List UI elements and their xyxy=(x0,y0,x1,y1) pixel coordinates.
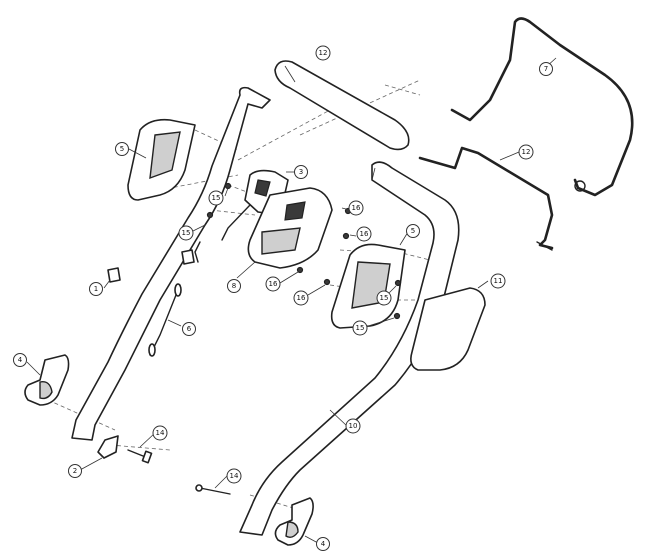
callout-15-right-a-label: 15 xyxy=(380,294,389,302)
left-lock-lever xyxy=(24,354,70,406)
callout-16-a: 16 xyxy=(348,200,364,216)
callout-15-left: 15 xyxy=(178,225,194,241)
callout-14-upper-label: 14 xyxy=(156,429,165,437)
upper-bail-wire xyxy=(450,17,634,197)
callout-15-right-b-label: 15 xyxy=(356,324,365,332)
callout-16-d: 16 xyxy=(293,290,309,306)
callout-5-right: 5 xyxy=(406,224,420,238)
callout-14-lower-label: 14 xyxy=(230,472,239,480)
callout-10-label: 10 xyxy=(349,422,358,430)
callout-6-label: 6 xyxy=(187,325,192,333)
callout-4-left-label: 4 xyxy=(18,356,23,364)
callout-12-upper-label: 12 xyxy=(319,49,328,57)
lower-bail-wire xyxy=(418,146,554,251)
callout-7: 7 xyxy=(539,62,553,76)
callout-16-d-label: 16 xyxy=(297,294,306,302)
callout-5-right-label: 5 xyxy=(411,227,415,235)
left-handle-tube xyxy=(71,86,271,441)
callout-4-right: 4 xyxy=(316,537,330,551)
callout-11: 11 xyxy=(490,273,506,289)
callout-11-label: 11 xyxy=(494,277,503,285)
right-lock-lever xyxy=(274,497,314,546)
callout-15-top-label: 15 xyxy=(212,194,221,202)
bolt-lower xyxy=(195,484,231,495)
callout-14-upper: 14 xyxy=(152,425,168,441)
callout-7-label: 7 xyxy=(544,65,548,73)
callout-3-label: 3 xyxy=(299,168,303,176)
cable xyxy=(148,283,182,357)
callout-5-left: 5 xyxy=(115,142,129,156)
callout-1-label: 1 xyxy=(94,285,98,293)
control-box xyxy=(247,187,333,269)
callout-2-label: 2 xyxy=(73,467,77,475)
outer-cover xyxy=(410,287,486,371)
bolt-upper xyxy=(127,449,153,464)
small-parts xyxy=(107,241,201,283)
callout-8: 8 xyxy=(227,279,241,293)
leader-lines xyxy=(26,57,557,544)
left-side-cover xyxy=(127,118,196,201)
callout-15-top: 15 xyxy=(208,190,224,206)
callout-15-left-label: 15 xyxy=(182,229,191,237)
callout-15-right-a: 15 xyxy=(376,290,392,306)
callout-16-b-label: 16 xyxy=(360,230,369,238)
callout-8-label: 8 xyxy=(232,282,236,290)
callout-10: 10 xyxy=(345,418,361,434)
callout-15-right-b: 15 xyxy=(352,320,368,336)
clip-part xyxy=(97,435,119,459)
callout-3: 3 xyxy=(294,165,308,179)
callout-16-c: 16 xyxy=(265,276,281,292)
callout-16-b: 16 xyxy=(356,226,372,242)
callout-1: 1 xyxy=(89,282,103,296)
callout-14-lower: 14 xyxy=(226,468,242,484)
callout-4-left: 4 xyxy=(13,353,27,367)
callout-12-lower: 12 xyxy=(518,144,534,160)
callout-6: 6 xyxy=(182,322,196,336)
callout-12-lower-label: 12 xyxy=(522,148,531,156)
callout-16-c-label: 16 xyxy=(269,280,278,288)
callout-16-a-label: 16 xyxy=(352,204,361,212)
callout-2: 2 xyxy=(68,464,82,478)
screws xyxy=(206,182,402,320)
callout-12-upper: 12 xyxy=(315,45,331,61)
callout-5-left-label: 5 xyxy=(120,145,124,153)
callout-4-right-label: 4 xyxy=(321,540,326,548)
upper-cross-bar xyxy=(274,60,410,151)
